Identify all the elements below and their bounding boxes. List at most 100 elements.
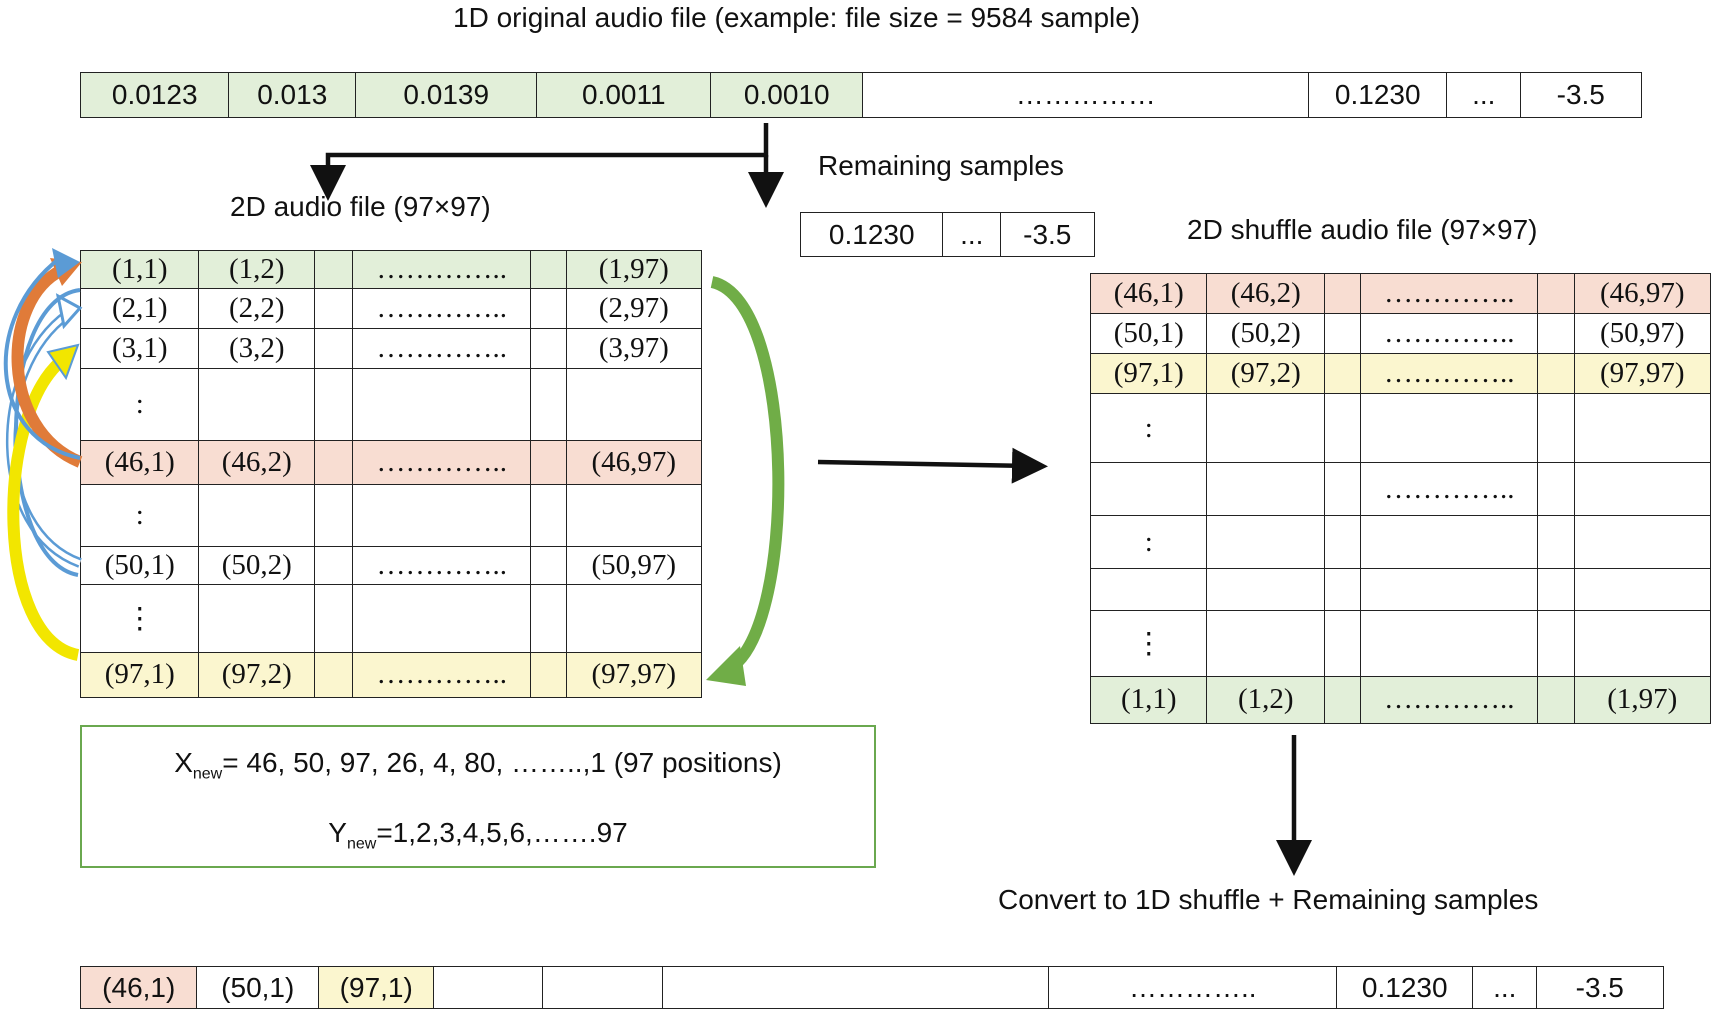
- grid-cell: [1324, 610, 1362, 678]
- remaining-sample-cell: -3.5: [1000, 212, 1095, 257]
- grid-cell: …………..: [352, 652, 532, 698]
- grid-cell: [530, 652, 568, 698]
- shuffled-sample-cell: [542, 966, 664, 1009]
- original-sample-cell: 0.013: [228, 72, 357, 118]
- grid-cell: [1324, 273, 1362, 315]
- grid-cell: (97,2): [1206, 353, 1326, 395]
- grid-cell: [530, 440, 568, 486]
- grid-cell: [1324, 353, 1362, 395]
- grid-cell: [530, 546, 568, 586]
- grid-cell: (50,2): [1206, 313, 1326, 355]
- blue-arrow-outer-head: [52, 248, 80, 278]
- grid-cell: [1090, 462, 1208, 517]
- grid-cell: [198, 484, 316, 548]
- grid-cell: (1,1): [1090, 676, 1208, 724]
- grid-cell: (3,97): [566, 328, 702, 370]
- grid-cell: [314, 584, 354, 654]
- grid-cell: (46,2): [198, 440, 316, 486]
- shuffled-sample-cell: (46,1): [80, 966, 198, 1009]
- green-reorder-arrow: [710, 276, 785, 676]
- blue-arrow-row2-inner: [8, 311, 81, 566]
- grid-cell: ⋮: [1090, 610, 1208, 678]
- shuffle-arrow: [817, 447, 1048, 484]
- remaining-sample-cell: 0.1230: [800, 212, 944, 257]
- grid-cell: [530, 250, 568, 290]
- title-1d-original: 1D original audio file (example: file si…: [453, 2, 1141, 33]
- original-sample-cell: 0.0011: [536, 72, 712, 118]
- grid-cell: …………..: [352, 440, 532, 486]
- original-sample-cell: -3.5: [1520, 72, 1642, 118]
- original-sample-cell: ……………: [862, 72, 1310, 118]
- formula-x: Xnew= 46, 50, 97, 26, 4, 80, ……..,1 (97 …: [82, 747, 874, 784]
- grid-cell: (50,2): [198, 546, 316, 586]
- grid-cell: [1537, 273, 1576, 315]
- title-convert-1d: Convert to 1D shuffle + Remaining sample…: [998, 884, 1539, 915]
- grid-cell: [314, 440, 354, 486]
- grid-cell: [1574, 568, 1711, 612]
- shuffled-sample-cell: [662, 966, 1050, 1009]
- grid-cell: …………..: [352, 328, 532, 370]
- grid-cell: [1537, 393, 1576, 464]
- grid-cell: [314, 328, 354, 370]
- yellow-arrow: [7, 357, 80, 661]
- title-2d-audio: 2D audio file (97×97): [230, 191, 491, 222]
- grid-cell: [1537, 353, 1576, 395]
- grid-cell: (97,2): [198, 652, 316, 698]
- shuffled-sample-cell: [433, 966, 544, 1009]
- shuffled-sample-cell: …………..: [1048, 966, 1338, 1009]
- grid-cell: (50,1): [80, 546, 200, 586]
- grid-cell: [1206, 610, 1326, 678]
- formula-y-label: Y: [328, 817, 347, 848]
- grid-cell: [1574, 462, 1711, 517]
- grid-cell: (97,97): [1574, 353, 1711, 395]
- grid-cell: :: [1090, 393, 1208, 464]
- grid-cell: …………..: [1360, 313, 1539, 355]
- grid-cell: (46,2): [1206, 273, 1326, 315]
- blue-arrow-row1: [14, 288, 81, 577]
- grid-cell: (46,97): [566, 440, 702, 486]
- split-arrow-left: [310, 123, 769, 201]
- formula-x-sub: new: [192, 765, 223, 783]
- grid-cell: [566, 584, 702, 654]
- grid-cell: (50,97): [1574, 313, 1711, 355]
- grid-cell: [352, 584, 532, 654]
- orange-arrow: [11, 264, 83, 468]
- title-2d-shuffle: 2D shuffle audio file (97×97): [1187, 214, 1538, 245]
- grid-cell: [314, 652, 354, 698]
- grid-cell: (1,97): [566, 250, 702, 290]
- grid-cell: [1360, 568, 1539, 612]
- grid-cell: (2,2): [198, 288, 316, 330]
- grid-cell: …………..: [1360, 353, 1539, 395]
- formula-y-sub: new: [346, 835, 377, 853]
- original-sample-cell: 0.0010: [710, 72, 864, 118]
- original-sample-cell: ...: [1446, 72, 1522, 118]
- grid-cell: …………..: [1360, 273, 1539, 315]
- grid-cell: (1,97): [1574, 676, 1711, 724]
- grid-cell: [566, 368, 702, 442]
- original-sample-cell: 0.0139: [355, 72, 538, 118]
- grid-cell: [1574, 393, 1711, 464]
- original-sample-cell: 0.1230: [1308, 72, 1448, 118]
- shuffled-sample-cell: (50,1): [196, 966, 320, 1009]
- grid-cell: :: [1090, 515, 1208, 570]
- grid-cell: [1574, 610, 1711, 678]
- blue-arrow-outer: [3, 256, 81, 460]
- remaining-sample-cell: ...: [942, 212, 1002, 257]
- shuffled-sample-cell: 0.1230: [1336, 966, 1474, 1009]
- grid-cell: [1324, 462, 1362, 517]
- grid-cell: [1360, 515, 1539, 570]
- grid-cell: (46,97): [1574, 273, 1711, 315]
- blue-arrow-row2-head: [55, 293, 83, 330]
- formula-x-label: X: [174, 747, 193, 778]
- grid-cell: (46,1): [80, 440, 200, 486]
- grid-cell: [1324, 515, 1362, 570]
- grid-cell: [1206, 393, 1326, 464]
- formula-x-text: = 46, 50, 97, 26, 4, 80, ……..,1 (97 posi…: [222, 747, 782, 778]
- grid-cell: [1360, 393, 1539, 464]
- grid-cell: (2,97): [566, 288, 702, 330]
- grid-cell: [198, 368, 316, 442]
- green-arrow-head: [706, 646, 746, 686]
- grid-cell: …………..: [1360, 676, 1539, 724]
- grid-cell: [530, 484, 568, 548]
